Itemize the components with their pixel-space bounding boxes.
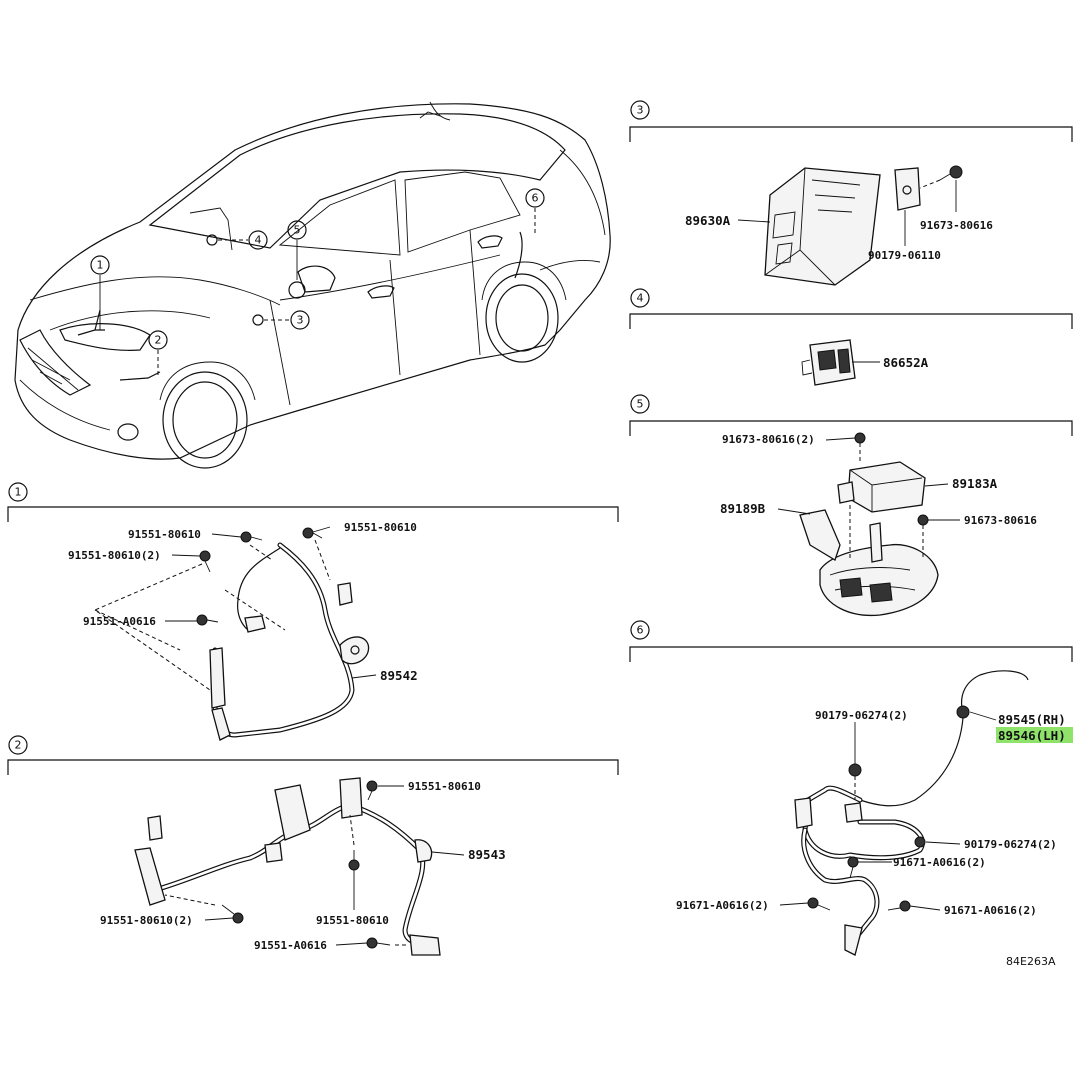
part-label-highlighted: 89546(LH) bbox=[998, 728, 1066, 743]
part-label: 91551-80610 bbox=[408, 780, 481, 793]
car-callout-3: 3 bbox=[297, 314, 304, 327]
bolt-icon bbox=[221, 904, 244, 924]
part-label: 90179-06110 bbox=[868, 249, 941, 262]
part-label: 91551-80610 bbox=[344, 521, 417, 534]
part-label: 90179-06274(2) bbox=[815, 709, 908, 722]
bolt-icon bbox=[196, 614, 219, 626]
car-callout-2: 2 bbox=[155, 334, 162, 347]
bolt-icon bbox=[939, 165, 963, 181]
nut-icon bbox=[854, 432, 866, 444]
part-label: 91551-80610(2) bbox=[68, 549, 161, 562]
part-label: 91551-80610 bbox=[316, 914, 389, 927]
section-1: 1 91 bbox=[7, 482, 619, 741]
section-6-number: 6 bbox=[637, 624, 644, 637]
part-label: 90179-06274(2) bbox=[964, 838, 1057, 851]
bolt-icon bbox=[199, 550, 211, 573]
section-5-number: 5 bbox=[637, 398, 644, 411]
part-label: 91673-80616(2) bbox=[722, 433, 815, 446]
car-callout-4: 4 bbox=[255, 234, 262, 247]
part-label: 89542 bbox=[380, 668, 418, 683]
bolt-icon bbox=[240, 531, 263, 543]
bolt-icon bbox=[807, 897, 831, 911]
bolt-icon bbox=[366, 780, 378, 801]
part-label: 89545(RH) bbox=[998, 712, 1066, 727]
part-label: 89630A bbox=[685, 213, 731, 228]
bolt-icon bbox=[302, 527, 323, 539]
section-6: 6 bbox=[629, 620, 1073, 956]
part-label: 91673-80616 bbox=[964, 514, 1037, 527]
section-4: 4 86652A bbox=[629, 288, 1073, 386]
car-callout-5: 5 bbox=[294, 224, 301, 237]
part-label: 91671-A0616(2) bbox=[676, 899, 769, 912]
section-3: 3 89630A 91673-80616 90179-06110 bbox=[629, 100, 1073, 286]
nut-icon bbox=[917, 514, 929, 526]
part-label: 89543 bbox=[468, 847, 506, 862]
section-4-number: 4 bbox=[637, 292, 644, 305]
part-label: 89189B bbox=[720, 501, 766, 516]
bolt-icon bbox=[348, 850, 360, 871]
car-callout-6: 6 bbox=[532, 192, 539, 205]
part-label: 89183A bbox=[952, 476, 998, 491]
part-label: 91671-A0616(2) bbox=[944, 904, 1037, 917]
part-label: 91551-A0616 bbox=[254, 939, 327, 952]
car-callout-1: 1 bbox=[97, 259, 104, 272]
section-2-number: 2 bbox=[15, 739, 22, 752]
section-2: 2 91551-80610 8 bbox=[7, 735, 619, 956]
nut-icon bbox=[914, 836, 926, 848]
nut-icon bbox=[848, 763, 862, 777]
part-label: 86652A bbox=[883, 355, 929, 370]
part-label: 91551-A0616 bbox=[83, 615, 156, 628]
diagram-code: 84E263A bbox=[1006, 955, 1056, 968]
bolt-icon bbox=[887, 900, 911, 912]
part-label: 91673-80616 bbox=[920, 219, 993, 232]
part-label: 91551-80610 bbox=[128, 528, 201, 541]
highlight-89546 bbox=[996, 727, 1073, 743]
section-5: 5 91673-80616(2) 89183A 89189B 91673-806… bbox=[629, 394, 1073, 617]
section-3-number: 3 bbox=[637, 104, 644, 117]
part-label: 91671-A0616(2) bbox=[893, 856, 986, 869]
part-label: 91551-80610(2) bbox=[100, 914, 193, 927]
car-illustration: 1 2 3 4 5 6 bbox=[14, 101, 611, 469]
section-1-number: 1 bbox=[15, 486, 22, 499]
bolt-icon bbox=[847, 856, 859, 879]
bolt-icon bbox=[366, 937, 391, 949]
